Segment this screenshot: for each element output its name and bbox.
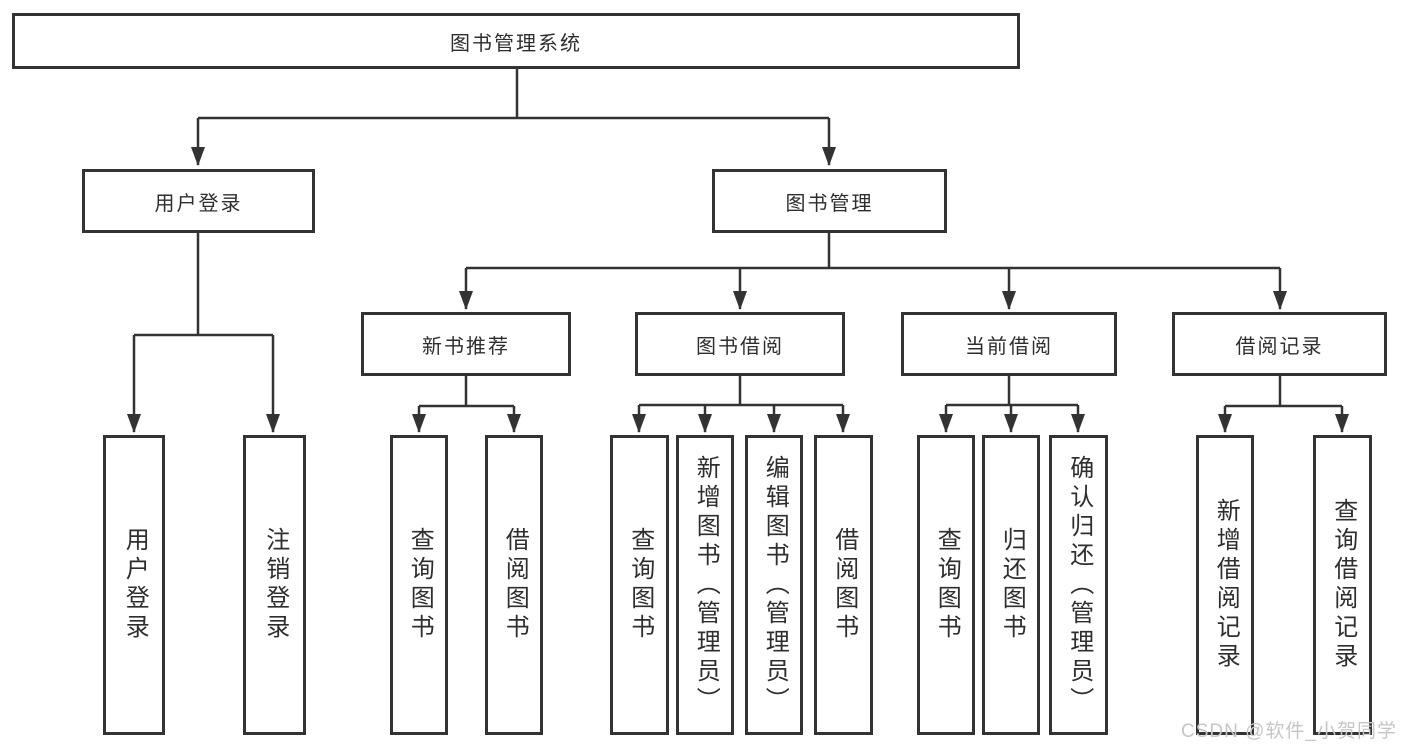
leaf-query-borrow-record: 查询借阅记录 bbox=[1313, 435, 1372, 735]
leaf-query-books-borrow: 查询图书 bbox=[610, 435, 669, 735]
leaf-query-books-current: 查询图书 bbox=[917, 435, 975, 735]
node-book-borrow: 图书借阅 bbox=[635, 312, 845, 376]
leaf-user-login: 用户登录 bbox=[103, 435, 165, 735]
leaf-edit-book-admin: 编辑图书（管理员） bbox=[745, 435, 803, 735]
node-new-book-recommend: 新书推荐 bbox=[361, 312, 571, 376]
node-borrow-records: 借阅记录 bbox=[1172, 312, 1387, 376]
leaf-confirm-return-admin: 确认归还（管理员） bbox=[1049, 435, 1108, 735]
node-library-management-system: 图书管理系统 bbox=[12, 13, 1020, 69]
node-current-borrow: 当前借阅 bbox=[901, 312, 1117, 376]
leaf-add-book-admin: 新增图书（管理员） bbox=[676, 435, 734, 735]
leaf-borrow-books-recommend: 借阅图书 bbox=[485, 435, 543, 735]
node-user-login: 用户登录 bbox=[82, 169, 315, 233]
leaf-logout: 注销登录 bbox=[243, 435, 306, 735]
leaf-borrow-books: 借阅图书 bbox=[814, 435, 873, 735]
leaf-add-borrow-record: 新增借阅记录 bbox=[1196, 435, 1254, 735]
leaf-query-books-recommend: 查询图书 bbox=[390, 435, 448, 735]
node-book-management: 图书管理 bbox=[712, 169, 947, 233]
leaf-return-book: 归还图书 bbox=[982, 435, 1040, 735]
watermark: CSDN @软件_小贺同学 bbox=[1181, 721, 1397, 742]
